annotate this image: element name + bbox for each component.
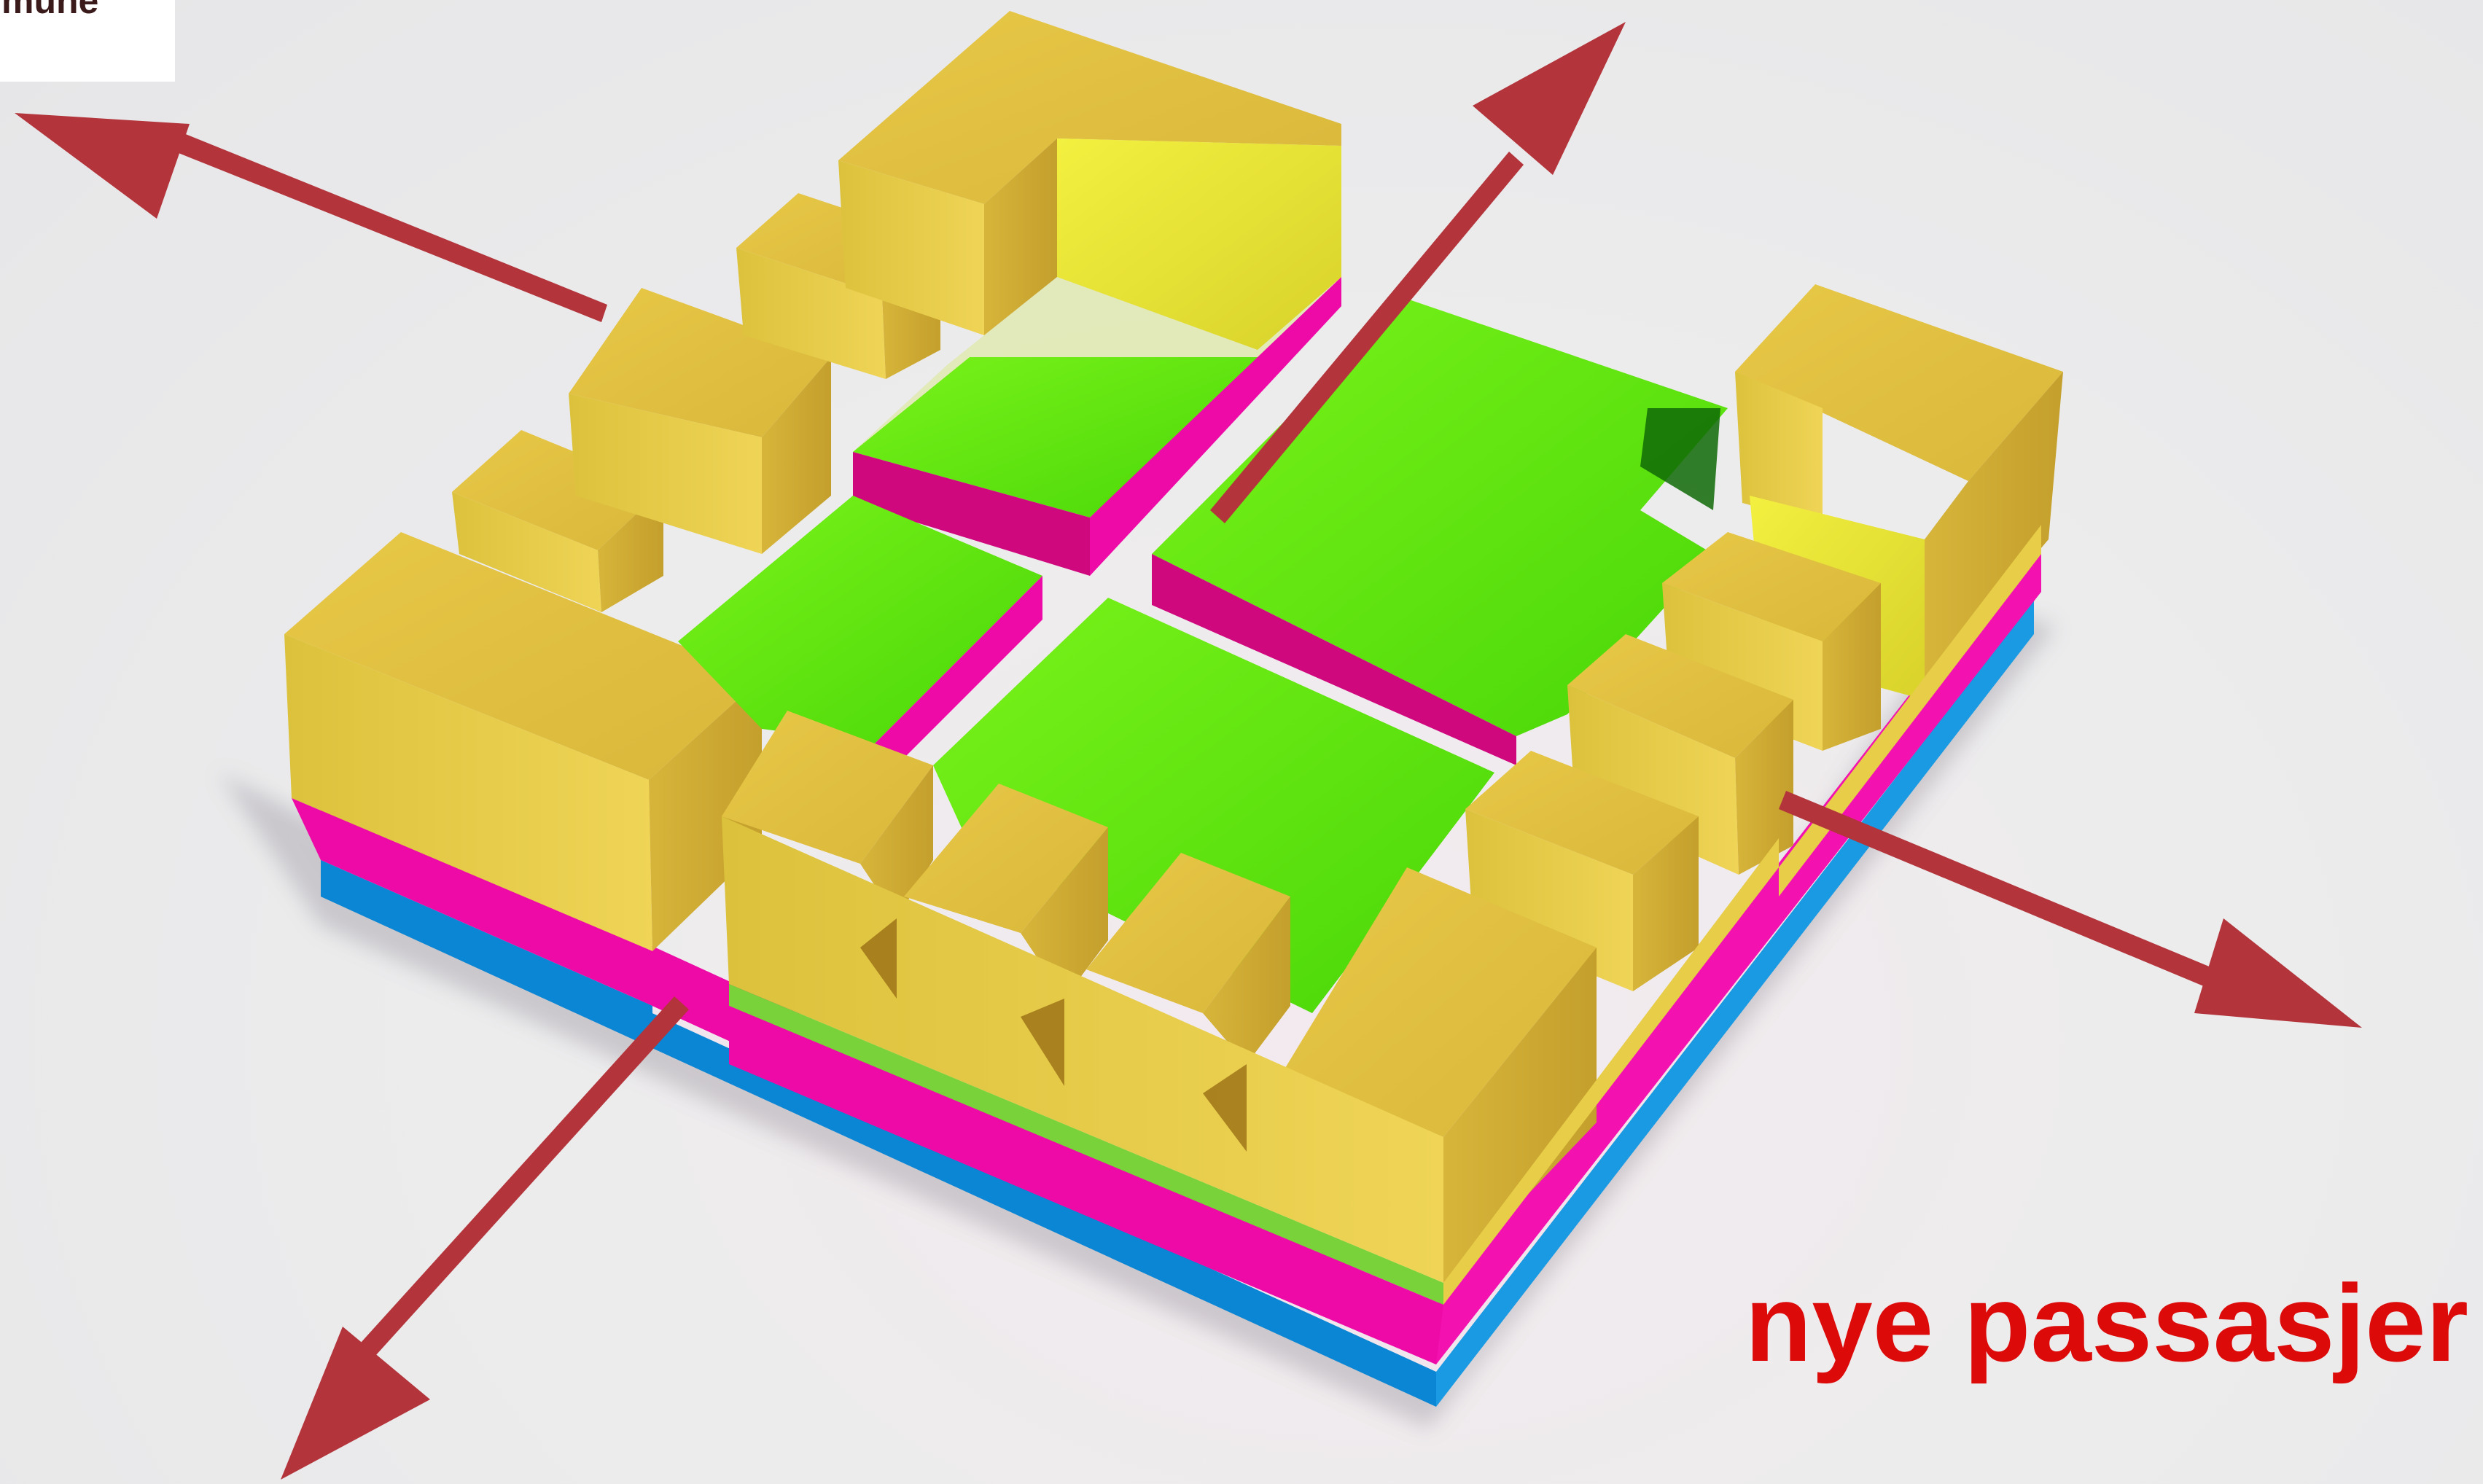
building-east [1465,284,2063,991]
arrow-northwest [15,113,607,322]
corner-label-text: mune [1,0,99,21]
courtyard-south [933,598,1494,1013]
building-northwest [452,193,940,612]
building-south [722,711,1597,1364]
courtyard-east [1152,299,1728,765]
courtyard-north [853,277,1341,576]
arrow-southeast [1779,791,2362,1028]
courtyard-west [678,496,1042,787]
caption-new-passages: nye passasjer [1745,1262,2468,1384]
corner-label: mune [0,0,175,82]
building-east-base [1443,525,2041,1305]
arrow-northeast [1210,22,1626,523]
arrow-southwest [281,996,689,1480]
building-west [284,532,762,1042]
